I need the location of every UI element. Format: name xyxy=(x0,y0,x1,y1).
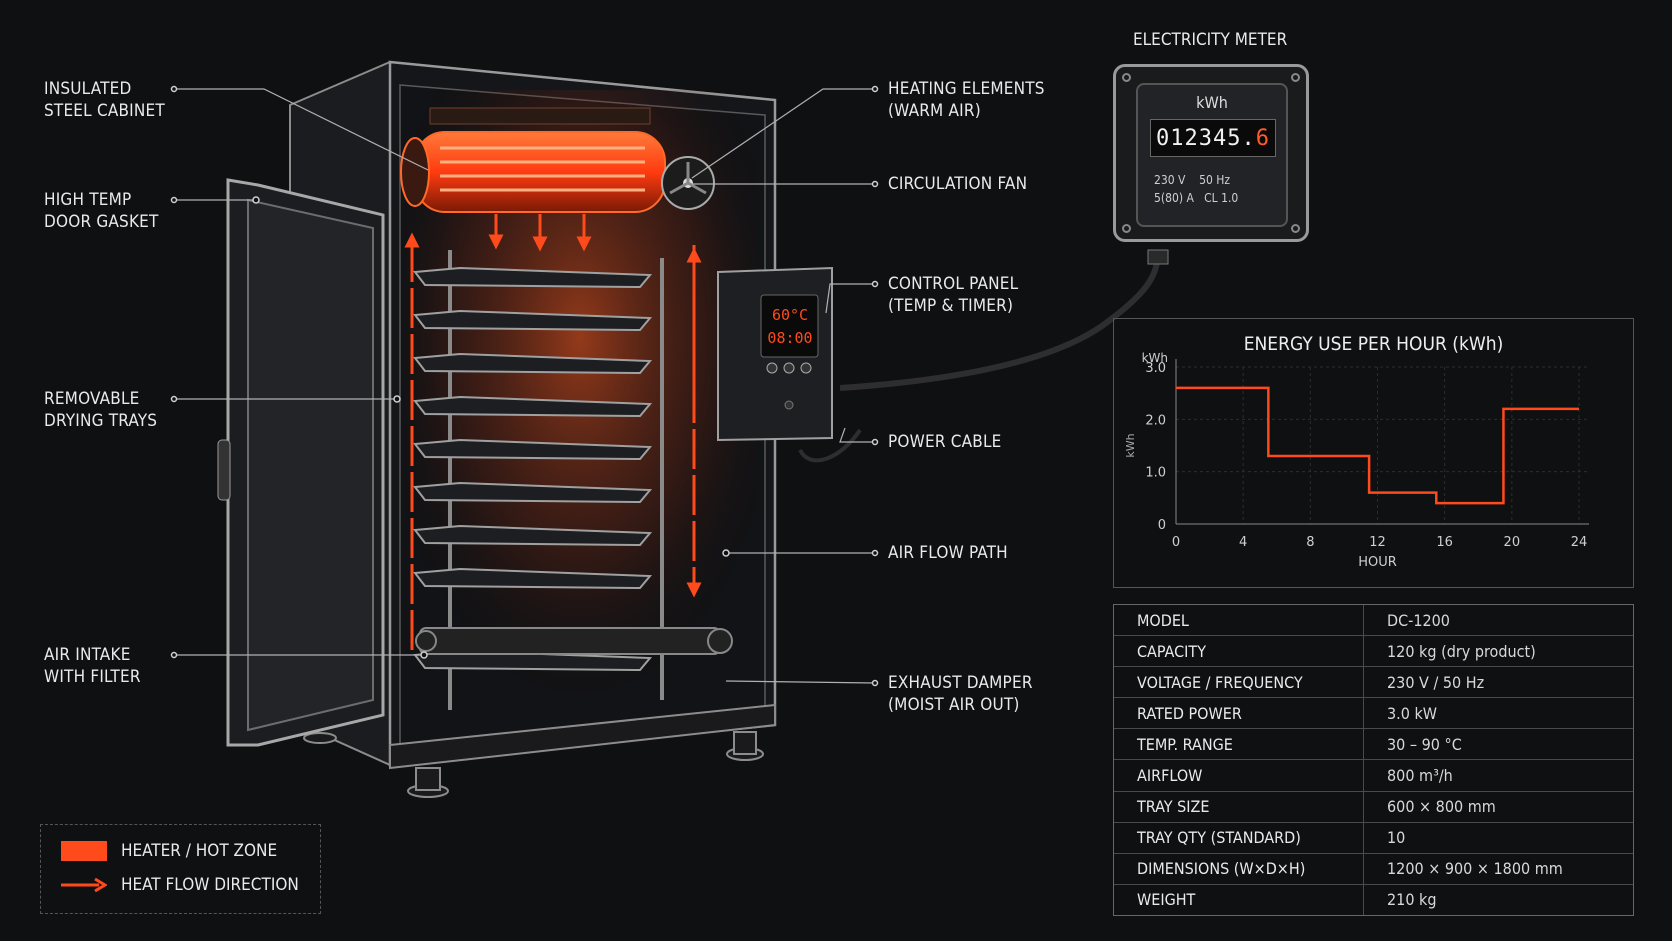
spec-value: 30 – 90 °C xyxy=(1363,728,1633,761)
screw-icon xyxy=(1122,73,1131,82)
x-axis-label: HOUR xyxy=(1358,555,1397,570)
chart-title: ENERGY USE PER HOUR (kWh) xyxy=(1243,333,1504,355)
spec-key: CAPACITY xyxy=(1114,635,1364,668)
x-tick-label: 20 xyxy=(1504,535,1521,550)
label-exhaust-damper: EXHAUST DAMPER(MOIST AIR OUT) xyxy=(888,673,1033,715)
air-intake-filter xyxy=(415,627,733,655)
spec-key: MODEL xyxy=(1114,605,1364,637)
spec-value: 210 kg xyxy=(1387,890,1437,910)
label-control-panel: CONTROL PANEL(TEMP & TIMER) xyxy=(888,274,1019,316)
spec-key: TRAY SIZE xyxy=(1114,791,1364,823)
spec-row: DIMENSIONS (W×D×H)1200 × 900 × 1800 mm xyxy=(1114,853,1633,885)
spec-value: 120 kg (dry product) xyxy=(1363,635,1633,668)
x-tick-label: 12 xyxy=(1369,535,1386,550)
meter-digits: 012345. xyxy=(1156,125,1256,151)
x-tick-label: 8 xyxy=(1306,535,1314,550)
power-cable xyxy=(798,257,1161,463)
control-panel xyxy=(717,266,833,442)
spec-key: DIMENSIONS (W×D×H) xyxy=(1114,853,1364,885)
meter-counter: 012345.6 xyxy=(1150,119,1276,157)
meter-last-digit: 6 xyxy=(1255,125,1270,151)
legend-flow-label: HEAT FLOW DIRECTION xyxy=(121,875,299,895)
screw-icon xyxy=(1122,224,1131,233)
fan-icon xyxy=(661,156,715,210)
y-tick-label: 0 xyxy=(1158,518,1166,533)
energy-chart: ENERGY USE PER HOUR (kWh) 0 4 8 12 16 20 24 0 1.… xyxy=(1113,318,1634,588)
spec-row: WEIGHT 210 kg xyxy=(1114,884,1633,915)
label-power-cable: POWER CABLE xyxy=(888,432,1002,452)
meter-unit: kWh xyxy=(1196,93,1228,112)
y-axis-label: kWh xyxy=(1124,433,1137,457)
meter-title: ELECTRICITY METER xyxy=(1133,30,1288,50)
screw-icon xyxy=(1291,73,1300,82)
spec-value: 10 xyxy=(1363,822,1633,854)
label-circulation-fan: CIRCULATION FAN xyxy=(888,174,1028,194)
spec-value: 600 × 800 mm xyxy=(1363,791,1633,823)
y-tick-label: 2.0 xyxy=(1145,413,1166,428)
y-axis-unit: kWh xyxy=(1142,351,1168,365)
spec-key: TRAY QTY (STANDARD) xyxy=(1114,822,1364,854)
meter-spec-line2: 5(80) A CL 1.0 xyxy=(1154,191,1239,205)
legend: HEATER / HOT ZONE HEAT FLOW DIRECTION xyxy=(40,824,321,914)
meter-spec-line1: 230 V 50 Hz xyxy=(1154,173,1231,187)
control-timer-readout: 08:00 xyxy=(767,329,812,347)
x-tick-label: 4 xyxy=(1239,535,1247,550)
cabinet-door xyxy=(217,178,385,747)
x-tick-label: 0 xyxy=(1172,535,1180,550)
label-air-flow-path: AIR FLOW PATH xyxy=(888,543,1008,563)
spec-key: WEIGHT xyxy=(1114,884,1364,915)
y-tick-label: 1.0 xyxy=(1145,466,1166,481)
cabinet-base xyxy=(303,703,776,798)
spec-key: TEMP. RANGE xyxy=(1114,728,1364,761)
drying-trays xyxy=(413,266,653,672)
spec-value: 230 V / 50 Hz xyxy=(1363,666,1633,699)
spec-value: 1200 × 900 × 1800 mm xyxy=(1363,853,1633,885)
label-heating-elements: HEATING ELEMENTS(WARM AIR) xyxy=(888,79,1045,121)
legend-item-heat-flow: HEAT FLOW DIRECTION xyxy=(61,875,299,895)
spec-row: TRAY QTY (STANDARD)10 xyxy=(1114,822,1633,854)
heating-element xyxy=(400,107,666,213)
x-tick-label: 24 xyxy=(1571,535,1588,550)
spec-value: 800 m³/h xyxy=(1363,759,1633,792)
y-tick-label: 3.0 xyxy=(1145,361,1166,376)
spec-value: 3.0 kW xyxy=(1363,697,1633,730)
energy-series-line xyxy=(1176,386,1579,505)
control-temp-readout: 60°C xyxy=(772,306,808,324)
spec-key: VOLTAGE / FREQUENCY xyxy=(1114,666,1364,699)
airflow-arrows xyxy=(404,232,702,650)
spec-key: RATED POWER xyxy=(1114,697,1364,730)
meter-face: kWh 012345.6 230 V 50 Hz 5(80) A CL 1.0 xyxy=(1136,83,1288,227)
cable-plug xyxy=(1147,249,1169,265)
hot-zone-swatch xyxy=(61,841,107,861)
leader-dots xyxy=(170,85,879,687)
screw-icon xyxy=(1291,224,1300,233)
leader-lines xyxy=(174,88,876,684)
electricity-meter: kWh 012345.6 230 V 50 Hz 5(80) A CL 1.0 xyxy=(1113,64,1309,242)
spec-key: AIRFLOW xyxy=(1114,759,1364,792)
legend-item-hot-zone: HEATER / HOT ZONE xyxy=(61,841,277,861)
spec-value: DC-1200 xyxy=(1363,605,1633,637)
arrow-right-icon xyxy=(61,877,107,893)
x-tick-label: 16 xyxy=(1436,535,1453,550)
heat-arrows-down xyxy=(488,214,592,252)
legend-hot-label: HEATER / HOT ZONE xyxy=(121,841,278,861)
